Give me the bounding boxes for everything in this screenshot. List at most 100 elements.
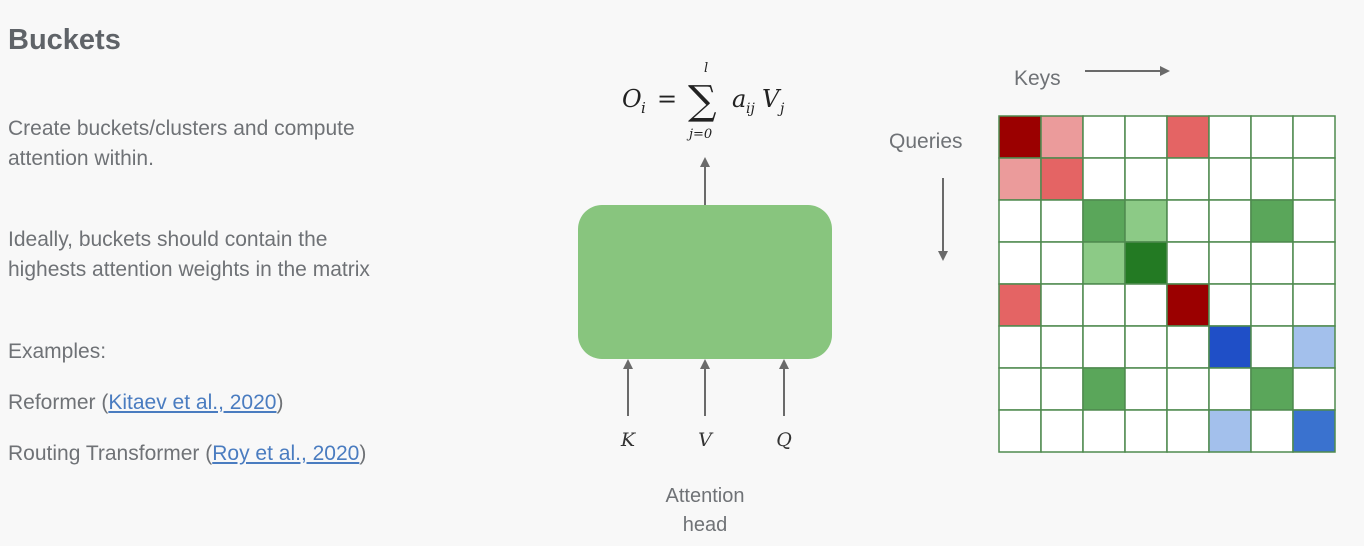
matrix-cell-r1-c2	[1082, 157, 1126, 201]
matrix-cell-r4-c5	[1208, 283, 1252, 327]
matrix-cell-r5-c0	[998, 325, 1042, 369]
matrix-cell-r4-c0	[998, 283, 1042, 327]
matrix-cell-r1-c7	[1292, 157, 1336, 201]
matrix-cell-r5-c5	[1208, 325, 1252, 369]
matrix-cell-r1-c0	[998, 157, 1042, 201]
attention-head-label-line-2: head	[683, 514, 728, 536]
matrix-cell-r7-c2	[1082, 409, 1126, 453]
example-reformer-suffix: )	[276, 391, 284, 414]
matrix-cell-r0-c2	[1082, 115, 1126, 159]
example-routing-transformer: Routing Transformer (Roy et al., 2020)	[8, 439, 366, 469]
example-routing-suffix: )	[359, 442, 367, 465]
matrix-cell-r6-c2	[1082, 367, 1126, 411]
matrix-cell-r1-c1	[1040, 157, 1084, 201]
input-label-v: V	[698, 429, 714, 451]
attention-head-label-line-1: Attention	[666, 485, 745, 507]
matrix-cell-r0-c6	[1250, 115, 1294, 159]
matrix-cell-r3-c2	[1082, 241, 1126, 285]
description-paragraph-1: Create buckets/clusters and compute atte…	[8, 114, 355, 174]
matrix-cell-r3-c1	[1040, 241, 1084, 285]
queries-label: Queries	[889, 130, 963, 153]
matrix-cell-r2-c2	[1082, 199, 1126, 243]
matrix-cell-r3-c4	[1166, 241, 1210, 285]
kitaev-citation-link[interactable]: Kitaev et al., 2020	[108, 391, 277, 414]
output-formula: O i = ∑ l j=0 a ij V j	[622, 61, 785, 142]
matrix-cell-r1-c3	[1124, 157, 1168, 201]
roy-citation-link[interactable]: Roy et al., 2020	[212, 442, 360, 465]
p2-line-2: highests attention weights in the matrix	[8, 258, 370, 281]
matrix-cell-r2-c6	[1250, 199, 1294, 243]
matrix-cell-r3-c7	[1292, 241, 1336, 285]
keys-label: Keys	[1014, 67, 1061, 90]
matrix-cell-r5-c3	[1124, 325, 1168, 369]
matrix-cell-r3-c5	[1208, 241, 1252, 285]
matrix-cell-r6-c7	[1292, 367, 1336, 411]
formula-term-a: a	[732, 85, 746, 113]
attention-matrix	[998, 115, 1336, 453]
matrix-cell-r7-c7	[1292, 409, 1336, 453]
formula-sum-symbol: ∑	[688, 78, 717, 124]
matrix-cell-r4-c6	[1250, 283, 1294, 327]
matrix-cell-r1-c5	[1208, 157, 1252, 201]
matrix-cell-r7-c3	[1124, 409, 1168, 453]
matrix-cell-r5-c6	[1250, 325, 1294, 369]
matrix-cell-r3-c3	[1124, 241, 1168, 285]
formula-lhs: O	[622, 85, 642, 113]
matrix-cell-r3-c6	[1250, 241, 1294, 285]
formula-term-v-subscript: j	[777, 101, 785, 117]
matrix-cell-r5-c1	[1040, 325, 1084, 369]
matrix-cell-r0-c5	[1208, 115, 1252, 159]
matrix-cell-r5-c4	[1166, 325, 1210, 369]
matrix-cell-r1-c6	[1250, 157, 1294, 201]
examples-heading: Examples:	[8, 340, 107, 363]
matrix-cell-r2-c5	[1208, 199, 1252, 243]
matrix-cell-r1-c4	[1166, 157, 1210, 201]
matrix-cell-r2-c4	[1166, 199, 1210, 243]
matrix-cell-r3-c0	[998, 241, 1042, 285]
formula-lower-limit: j=0	[686, 127, 712, 142]
matrix-cell-r7-c6	[1250, 409, 1294, 453]
matrix-cell-r5-c7	[1292, 325, 1336, 369]
matrix-cell-r4-c7	[1292, 283, 1336, 327]
matrix-cell-r7-c4	[1166, 409, 1210, 453]
matrix-cell-r0-c4	[1166, 115, 1210, 159]
matrix-cell-r0-c0	[998, 115, 1042, 159]
matrix-cell-r2-c1	[1040, 199, 1084, 243]
description-paragraph-2: Ideally, buckets should contain the high…	[8, 225, 370, 285]
matrix-cell-r5-c2	[1082, 325, 1126, 369]
formula-lhs-subscript: i	[641, 99, 646, 117]
matrix-cell-r6-c6	[1250, 367, 1294, 411]
matrix-cell-r4-c1	[1040, 283, 1084, 327]
matrix-cell-r7-c0	[998, 409, 1042, 453]
matrix-cell-r4-c3	[1124, 283, 1168, 327]
matrix-cell-r0-c1	[1040, 115, 1084, 159]
matrix-cell-r2-c3	[1124, 199, 1168, 243]
matrix-cell-r6-c1	[1040, 367, 1084, 411]
matrix-cell-r4-c2	[1082, 283, 1126, 327]
matrix-cell-r7-c1	[1040, 409, 1084, 453]
matrix-cell-r6-c3	[1124, 367, 1168, 411]
slide-title: Buckets	[8, 24, 121, 56]
matrix-cell-r6-c4	[1166, 367, 1210, 411]
formula-term-v: V	[762, 85, 782, 113]
matrix-cell-r6-c5	[1208, 367, 1252, 411]
matrix-cell-r2-c0	[998, 199, 1042, 243]
input-label-q: Q	[776, 429, 792, 451]
matrix-cell-r0-c7	[1292, 115, 1336, 159]
attention-head-box	[578, 205, 832, 359]
p2-line-1: Ideally, buckets should contain the	[8, 228, 328, 251]
input-label-k: K	[620, 429, 637, 451]
matrix-cell-r4-c4	[1166, 283, 1210, 327]
matrix-cell-r2-c7	[1292, 199, 1336, 243]
formula-term-a-subscript: ij	[746, 101, 755, 117]
example-routing-prefix: Routing Transformer (	[8, 442, 213, 465]
matrix-cell-r7-c5	[1208, 409, 1252, 453]
p1-line-1: Create buckets/clusters and compute	[8, 117, 355, 140]
example-reformer-prefix: Reformer (	[8, 391, 109, 414]
matrix-cell-r6-c0	[998, 367, 1042, 411]
matrix-cell-r0-c3	[1124, 115, 1168, 159]
example-reformer: Reformer (Kitaev et al., 2020)	[8, 388, 283, 418]
p1-line-2: attention within.	[8, 147, 154, 170]
formula-equals: =	[657, 85, 677, 113]
